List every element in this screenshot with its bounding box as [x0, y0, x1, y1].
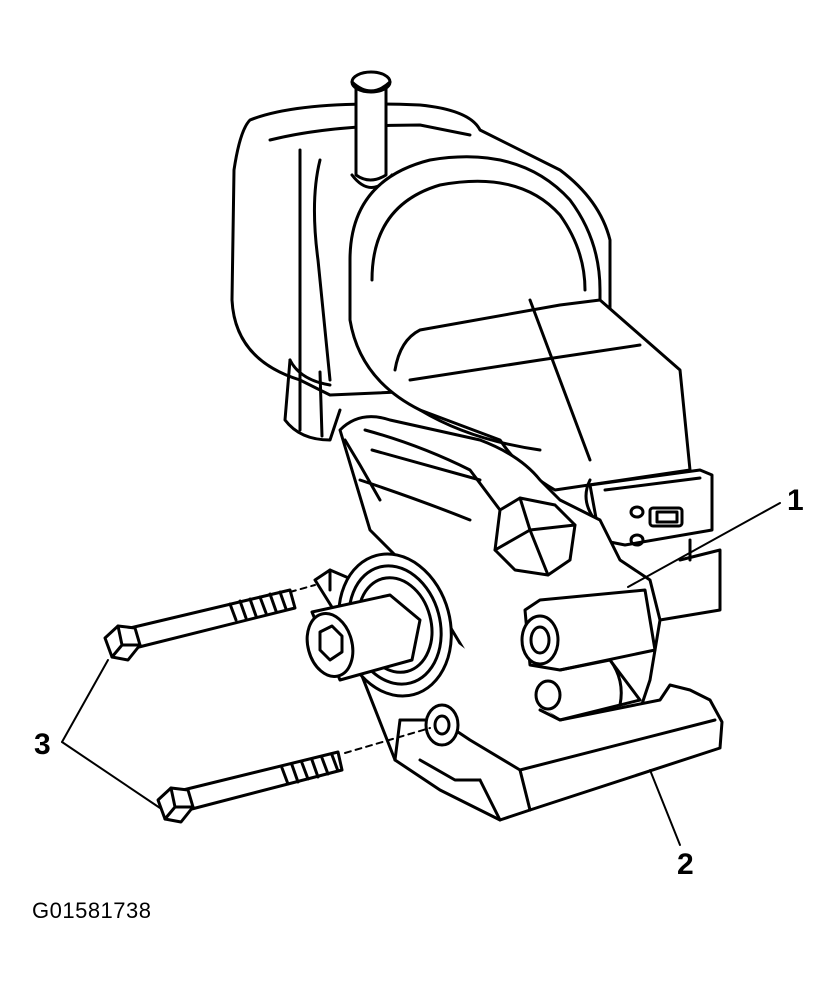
bolt-guide-lower — [345, 728, 430, 753]
callout-label-1: 1 — [787, 484, 804, 517]
outlet-fitting — [495, 498, 575, 575]
callout-label-3: 3 — [34, 728, 51, 761]
reservoir-dome — [350, 157, 690, 490]
leader-1 — [628, 503, 780, 587]
upper-bolt — [105, 590, 295, 660]
reservoir-clip — [586, 470, 712, 570]
filler-neck — [352, 72, 392, 188]
leader-3a — [62, 660, 108, 742]
pump-shaft-bearing — [300, 541, 466, 709]
callout-label-2: 2 — [677, 848, 694, 881]
bolt-guide-upper — [290, 585, 315, 592]
figure-id: G01581738 — [32, 898, 152, 923]
leader-3b — [62, 742, 160, 808]
leader-2 — [650, 770, 680, 845]
lower-bolt — [158, 752, 342, 822]
callout-leaders — [62, 503, 780, 845]
pump-ports — [426, 590, 655, 745]
